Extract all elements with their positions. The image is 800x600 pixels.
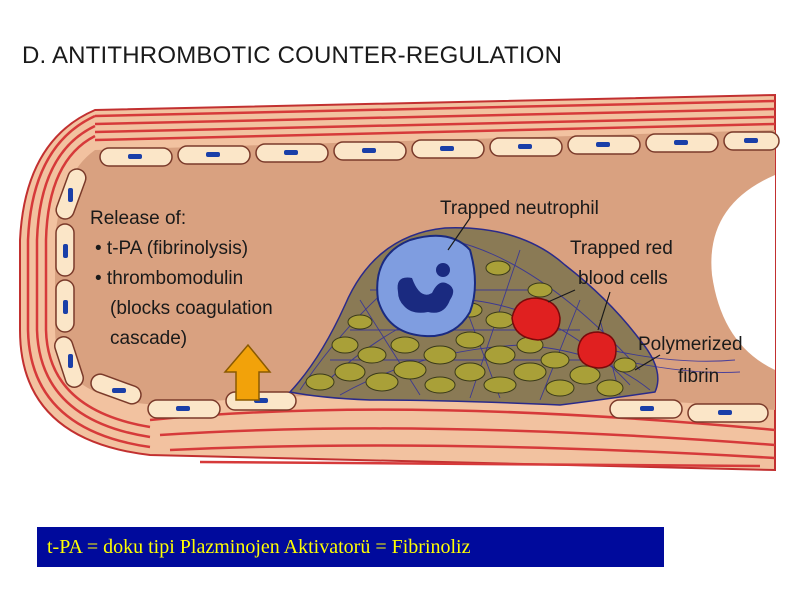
release-item-thrombomodulin-line2: (blocks coagulation [110,298,273,319]
release-heading: Release of: [90,208,186,229]
release-item-thrombomodulin: • thrombomodulin [95,268,243,289]
label-trapped-rbc-line2: blood cells [578,268,668,289]
label-pointers [447,217,661,371]
trapped-neutrophil [376,234,476,338]
vessel-opening [711,175,775,370]
wall-stripes-top [94,99,776,142]
label-polymerized-fibrin-line2: fibrin [678,366,719,387]
release-item-tpa: • t-PA (fibrinolysis) [95,238,248,259]
label-trapped-rbc-line1: Trapped red [570,238,673,259]
label-trapped-neutrophil: Trapped neutrophil [440,198,599,219]
caption-box: t-PA = doku tipi Plazminojen Aktivatorü … [37,527,664,567]
label-polymerized-fibrin-line1: Polymerized [638,334,743,355]
trapped-red-blood-cells [511,297,617,369]
neutrophil-nucleus [397,277,454,313]
endothelium-left-nuclei [63,188,126,393]
release-arrow [223,343,272,401]
wall-stripes-bottom [149,408,776,468]
endothelium-top-nuclei [128,138,758,159]
wall-stripes-left [26,114,151,449]
release-item-thrombomodulin-line3: cascade) [110,328,187,349]
diagram-title: D. ANTITHROMBOTIC COUNTER-REGULATION [22,42,563,69]
